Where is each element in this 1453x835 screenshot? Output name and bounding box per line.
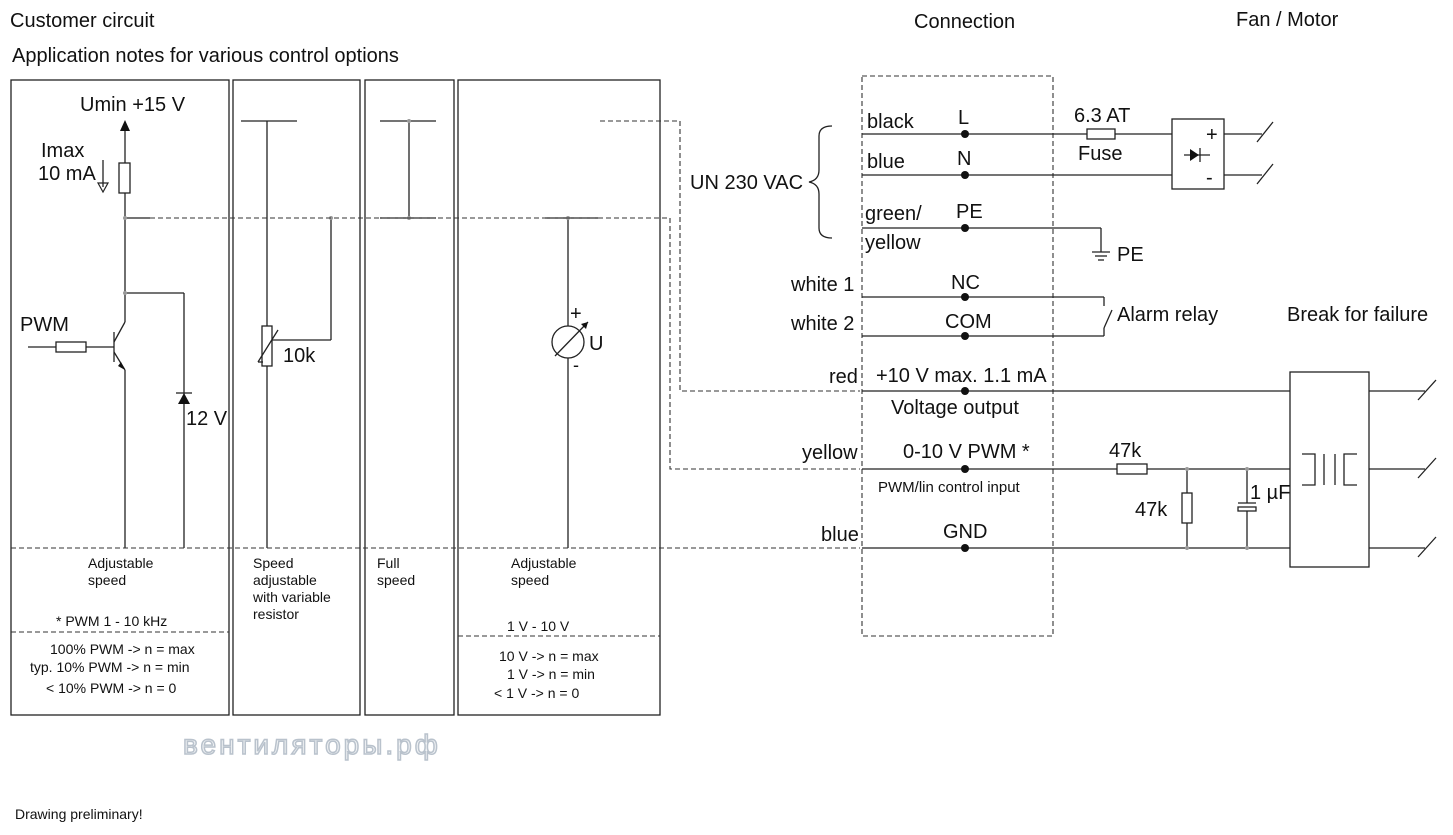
wire-green-label: green/ [865,203,922,225]
full-speed-circuit [380,119,436,220]
wire-yellow-label: yellow [802,442,858,464]
note4-line-1: 10 V -> n = max [499,648,599,664]
wire-red-label: red [829,366,858,388]
imax-value: 10 mA [38,163,96,185]
wire-yellow-pe-label: yellow [865,232,921,254]
meter-minus: - [573,355,579,375]
fuse-label: Fuse [1078,143,1122,165]
voltage-dashed-route [679,121,860,392]
control-input-spec: 0-10 V PWM * [903,441,1030,463]
mains-wiring [808,125,1172,261]
pwm-input-label: PWM [20,314,69,336]
terminal-gnd: GND [943,521,987,543]
note1-line-2: typ. 10% PWM -> n = min [30,659,190,675]
pot-label: 10k [283,345,316,367]
break-failure-box [1289,371,1437,568]
note2-title-4: resistor [253,606,299,622]
meter-label: U [589,333,603,355]
capacitor-label: 1 µF [1250,482,1290,504]
series-resistor-label: 47k [1109,440,1142,462]
voltage-circuit [545,216,598,548]
fan-motor-heading: Fan / Motor [1236,9,1339,31]
terminal-nc: NC [951,272,980,294]
note2-title-1: Speed [253,555,293,571]
wire-black-label: black [867,111,915,133]
option-panel-full [364,79,455,716]
control-dashed-route [669,218,860,470]
pe-ground-label: PE [1117,244,1144,266]
shunt-resistor-label: 47k [1135,499,1168,521]
note2-title-2: adjustable [253,572,317,588]
customer-circuit-heading: Customer circuit [10,10,155,32]
fuse-rating: 6.3 AT [1074,105,1130,127]
voltage-output-label: Voltage output [891,397,1019,419]
alarm-relay-label: Alarm relay [1117,304,1218,326]
alarm-relay-wiring [862,293,1113,340]
note4-line-3: < 1 V -> n = 0 [494,685,579,701]
control-input-label: PWM/lin control input [878,479,1021,496]
app-notes-heading: Application notes for various control op… [12,45,399,67]
option-panel-pwm [10,79,230,716]
connection-heading: Connection [914,11,1015,33]
zener-label: 12 V [186,408,228,430]
note1-sub: * PWM 1 - 10 kHz [56,613,167,629]
terminal-n: N [957,148,971,170]
note2-title-3: with variable [252,589,331,605]
note1-line-3: < 10% PWM -> n = 0 [46,680,177,696]
voltage-output-spec: +10 V max. 1.1 mA [876,365,1047,387]
note4-title-1: Adjustable [511,555,577,571]
supply-label: UN 230 VAC [690,172,803,194]
meter-plus: + [570,303,582,325]
wire-blue-gnd-label: blue [821,524,859,546]
terminal-l: L [958,107,969,129]
signal-wiring [862,387,1290,552]
note4-title-2: speed [511,572,549,588]
note4-sub: 1 V - 10 V [507,618,570,634]
umin-label: Umin +15 V [80,94,186,116]
footer-note: Drawing preliminary! [15,806,143,822]
note1-title-1: Adjustable [88,555,154,571]
terminal-com: COM [945,311,992,333]
watermark: вентиляторы.рф [183,729,441,760]
note3-title-1: Full [377,555,400,571]
imax-label: Imax [41,140,84,162]
pwm-circuit [28,120,192,548]
note4-line-2: 1 V -> n = min [507,666,595,682]
rectifier-plus: + [1206,124,1218,146]
note1-title-2: speed [88,572,126,588]
option-panel-resistor [232,79,361,716]
break-failure-label: Break for failure [1287,304,1428,326]
motor-rectifier [1171,118,1274,190]
rectifier-minus: - [1206,167,1213,189]
note3-title-2: speed [377,572,415,588]
wire-blue-label: blue [867,151,905,173]
terminal-pe: PE [956,201,983,223]
wire-white2-label: white 2 [790,313,854,335]
option-panel-voltage [457,79,661,716]
resistor-circuit [241,120,333,548]
wire-white1-label: white 1 [790,274,854,296]
note1-line-1: 100% PWM -> n = max [50,641,195,657]
